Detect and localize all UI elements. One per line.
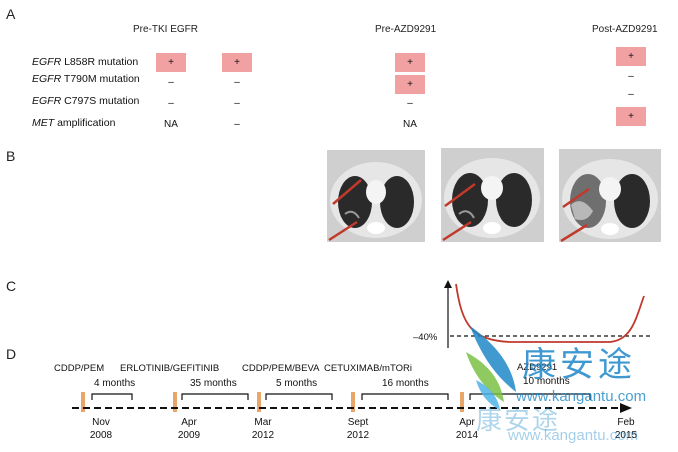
cell-negative: – [234, 77, 240, 88]
watermark-chinese-text-faint: 康安途 [476, 406, 561, 436]
cell-negative: – [628, 89, 634, 100]
ct-scan-image-2 [441, 148, 544, 242]
panel-label-c: C [6, 278, 17, 294]
ct-scan-image-1 [327, 150, 425, 242]
cell-positive: + [616, 47, 646, 66]
cell-negative: – [234, 98, 240, 109]
duration-bracket [91, 393, 133, 400]
duration-label: 35 months [190, 378, 237, 389]
timeline-graphic [72, 392, 632, 413]
timeline-arrowhead [620, 403, 632, 413]
watermark-chinese-text: 康安途 [522, 345, 636, 385]
ct-scan-illustration [327, 150, 425, 242]
cell-negative: – [628, 71, 634, 82]
row-label-met-amplification: MET amplification [32, 117, 116, 129]
cell-negative: – [168, 77, 174, 88]
column-header-post-azd: Post-AZD9291 [592, 24, 658, 35]
duration-bracket [469, 393, 591, 400]
row-label-egfr-l858r: EGFR L858R mutation [32, 56, 139, 68]
watermark-url: www.kangantu.com [516, 388, 647, 405]
duration-bracket [361, 393, 449, 400]
treatment-label-cddp-pem: CDDP/PEM [54, 363, 105, 374]
cell-positive: + [395, 75, 425, 94]
watermark-leaf-logo [466, 326, 516, 410]
cell-positive: + [395, 53, 425, 72]
treatment-marker [257, 392, 261, 412]
treatment-marker [460, 392, 464, 412]
cell-positive: + [616, 107, 646, 126]
treatment-marker [173, 392, 177, 412]
ct-scan-illustration [559, 149, 661, 242]
treatment-label-azd9291: AZD9291 [517, 362, 558, 373]
duration-bracket [265, 393, 333, 400]
treatment-label-cetuximab-mtori: CETUXIMAB/mTORi [324, 363, 412, 374]
watermark-url-faint: www.kangantu.com [508, 427, 639, 444]
cell-positive: + [156, 53, 186, 72]
row-label-egfr-c797s: EGFR C797S mutation [32, 95, 140, 107]
tumor-response-curve [455, 283, 645, 343]
duration-label: 4 months [94, 378, 136, 389]
column-header-pre-tki: Pre-TKI EGFR [133, 24, 199, 35]
treatment-marker [81, 392, 85, 412]
cell-not-available: NA [164, 119, 178, 130]
duration-label: 16 months [382, 378, 429, 389]
treatment-label-cddp-pem-beva: CDDP/PEM/BEVA [242, 363, 320, 374]
cell-positive: + [222, 53, 252, 72]
panel-label-b: B [6, 148, 16, 164]
panel-label-d: D [6, 346, 17, 362]
response-curve-chart [444, 280, 650, 348]
treatment-marker [351, 392, 355, 412]
cell-negative: – [234, 119, 240, 130]
column-header-pre-azd: Pre-AZD9291 [375, 24, 437, 35]
cell-negative: – [407, 98, 413, 109]
y-axis-arrowhead [444, 280, 452, 288]
panel-label-a: A [6, 6, 16, 22]
ct-scan-illustration [441, 148, 544, 242]
duration-label: 5 months [276, 378, 318, 389]
threshold-label: –40% [413, 332, 438, 343]
cell-negative: – [168, 98, 174, 109]
duration-bracket [181, 393, 249, 400]
row-label-egfr-t790m: EGFR T790M mutation [32, 73, 140, 85]
cell-not-available: NA [403, 119, 417, 130]
ct-scan-image-3 [559, 149, 661, 242]
duration-label: 10 months [523, 376, 570, 387]
treatment-label-erlotinib-gefitinib: ERLOTINIB/GEFITINIB [120, 363, 220, 374]
